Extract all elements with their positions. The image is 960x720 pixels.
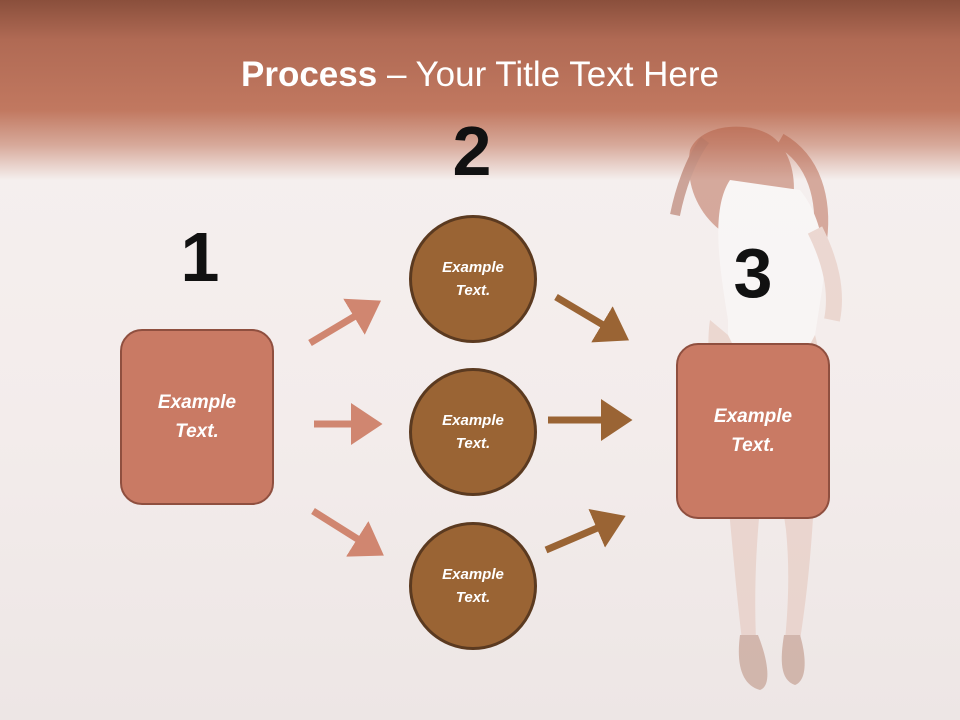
step-3-text-line1: Example <box>713 406 793 427</box>
arrow-circle-top-to-box3 <box>554 293 630 343</box>
circle-bottom: Example Text. <box>409 522 537 650</box>
circle-middle-line2: Text. <box>455 435 491 452</box>
slide-title: Process – Your Title Text Here <box>0 52 960 98</box>
step-3-text-line2: Text. <box>731 435 775 456</box>
title-bold: Process <box>241 55 378 94</box>
title-rest: Your Title Text Here <box>415 55 720 94</box>
step-number-3: 3 <box>733 234 773 312</box>
step-1-text-line1: Example <box>157 392 237 413</box>
arrow-box1-to-circle-bottom <box>311 508 384 557</box>
circle-top-line1: Example <box>442 259 504 276</box>
step-3-box: Example Text. <box>676 343 830 519</box>
title-separator: – <box>377 55 416 94</box>
circle-bottom-line2: Text. <box>455 589 491 606</box>
step-1-box: Example Text. <box>120 329 274 505</box>
step-number-2: 2 <box>452 112 492 190</box>
step-1-text-line2: Text. <box>175 421 219 442</box>
circle-top: Example Text. <box>409 215 537 343</box>
arrow-circle-bottom-to-box3 <box>544 508 626 554</box>
circle-bottom-line1: Example <box>442 566 504 583</box>
circle-middle: Example Text. <box>409 368 537 496</box>
circle-top-line2: Text. <box>455 282 491 299</box>
header-band <box>0 0 960 180</box>
arrow-box1-to-circle-top <box>308 298 382 347</box>
circle-middle-line1: Example <box>442 412 504 429</box>
step-number-1: 1 <box>180 218 220 296</box>
